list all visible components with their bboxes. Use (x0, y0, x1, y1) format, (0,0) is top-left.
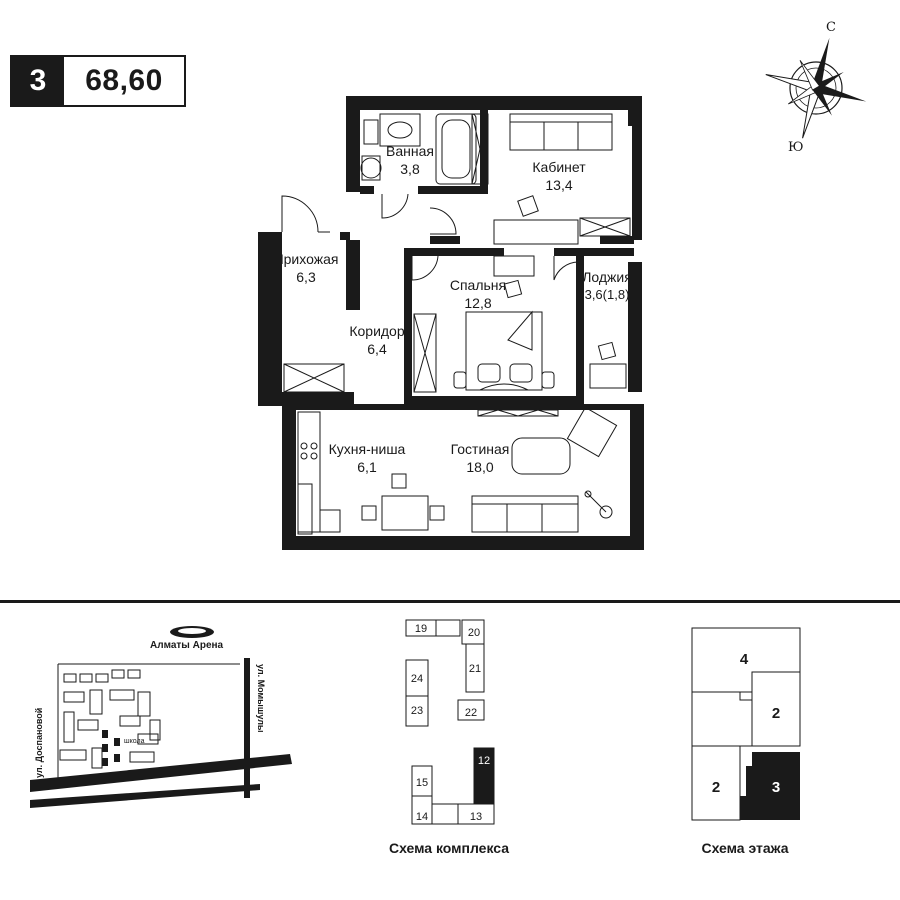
arena-icon (170, 626, 214, 638)
room-kitchen-area: 6,1 (357, 459, 377, 475)
building-14: 14 (416, 811, 428, 823)
room-hallway: Прихожая 6,3 (264, 250, 348, 286)
room-bathroom-area: 3,8 (400, 161, 420, 177)
compass-north-label: С (826, 20, 836, 35)
section-divider (0, 600, 900, 603)
room-hallway-area: 6,3 (296, 269, 316, 285)
building-21: 21 (469, 663, 481, 675)
room-corridor-area: 6,4 (367, 341, 387, 357)
room-study-area: 13,4 (545, 177, 573, 193)
floor-unit-2b: 2 (712, 779, 720, 796)
room-corridor: Коридор 6,4 (342, 322, 412, 358)
floor-scheme-caption: Схема этажа (701, 840, 789, 856)
room-loggia-area: 3,6(1,8) (584, 287, 630, 302)
compass-rose-icon: С Ю (760, 18, 872, 158)
room-loggia-name: Лоджия (582, 269, 632, 285)
building-13: 13 (470, 811, 482, 823)
room-bathroom-name: Ванная (386, 143, 434, 159)
building-12: 12 (478, 755, 490, 767)
apartment-badge: 3 68,60 (10, 55, 186, 107)
room-bedroom-name: Спальня (449, 277, 507, 293)
room-bedroom: Спальня 12,8 (438, 276, 518, 312)
floor-unit-2a: 2 (772, 705, 780, 722)
building-15: 15 (416, 777, 428, 789)
room-kitchen-name: Кухня-ниша (328, 441, 406, 457)
room-corridor-name: Коридор (349, 323, 405, 339)
room-bedroom-area: 12,8 (464, 295, 492, 311)
room-study-name: Кабинет (532, 159, 586, 175)
building-22: 22 (465, 707, 477, 719)
room-count: 3 (12, 57, 64, 105)
floor-scheme: 4 2 2 3 (690, 626, 802, 822)
complex-scheme: 19 20 21 24 23 22 12 15 14 13 (396, 614, 506, 826)
arena-label: Алматы Арена (150, 640, 224, 651)
school-label: школа (124, 738, 145, 745)
room-hallway-name: Прихожая (273, 251, 339, 267)
room-living-area: 18,0 (466, 459, 494, 475)
room-kitchen: Кухня-ниша 6,1 (322, 440, 412, 476)
room-living-name: Гостиная (450, 441, 510, 457)
room-study: Кабинет 13,4 (524, 158, 594, 194)
street-left-label: ул. Доспановой (34, 707, 44, 778)
building-23: 23 (411, 705, 423, 717)
compass-south-label: Ю (788, 140, 804, 155)
building-19: 19 (415, 623, 427, 635)
floor-plan: Ванная 3,8 Кабинет 13,4 Прихожая 6,3 Спа… (258, 96, 644, 550)
building-24: 24 (411, 673, 423, 685)
complex-scheme-caption: Схема комплекса (388, 840, 510, 856)
room-living: Гостиная 18,0 (440, 440, 520, 476)
room-bathroom: Ванная 3,8 (382, 142, 438, 178)
street-right-label: ул. Момышулы (256, 664, 266, 733)
total-area: 68,60 (85, 64, 163, 97)
floor-unit-4: 4 (740, 651, 749, 668)
floor-unit-3: 3 (772, 779, 780, 796)
room-loggia: Лоджия 3,6(1,8) (580, 268, 634, 304)
building-20: 20 (468, 627, 480, 639)
location-map: Алматы Арена ул. Момышулы ул. Доспановой… (30, 620, 300, 820)
